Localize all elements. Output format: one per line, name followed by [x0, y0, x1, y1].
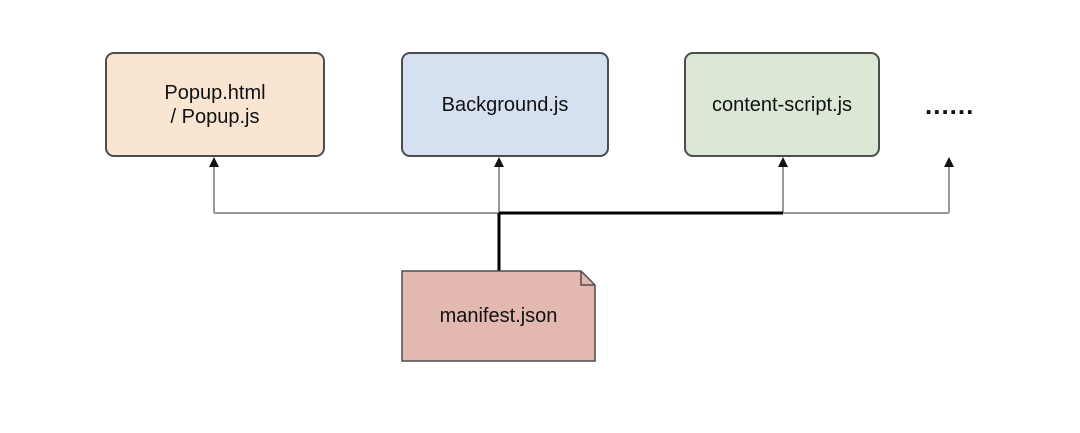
- arrowhead-popup: [209, 157, 219, 167]
- manifest-document-body: [401, 270, 596, 362]
- arrowhead-content: [778, 157, 788, 167]
- arrowhead-background: [494, 157, 504, 167]
- arrowhead-more: [944, 157, 954, 167]
- popup-label-line1: Popup.html: [164, 81, 266, 104]
- trunk-lines: [497, 211, 783, 271]
- arrowheads: [209, 157, 954, 167]
- content-script-box: content-script.js: [684, 52, 880, 157]
- manifest-document-fold: [580, 271, 595, 286]
- content-script-label: content-script.js: [711, 93, 853, 116]
- manifest-label: manifest.json: [439, 305, 558, 327]
- connector-lines: [213, 166, 950, 214]
- background-box: Background.js: [401, 52, 609, 157]
- popup-box: Popup.html / Popup.js: [105, 52, 325, 157]
- more-ellipsis: ......: [925, 90, 975, 120]
- background-label: Background.js: [441, 93, 569, 116]
- popup-label-line2: / Popup.js: [170, 105, 260, 128]
- manifest-document: [401, 270, 596, 362]
